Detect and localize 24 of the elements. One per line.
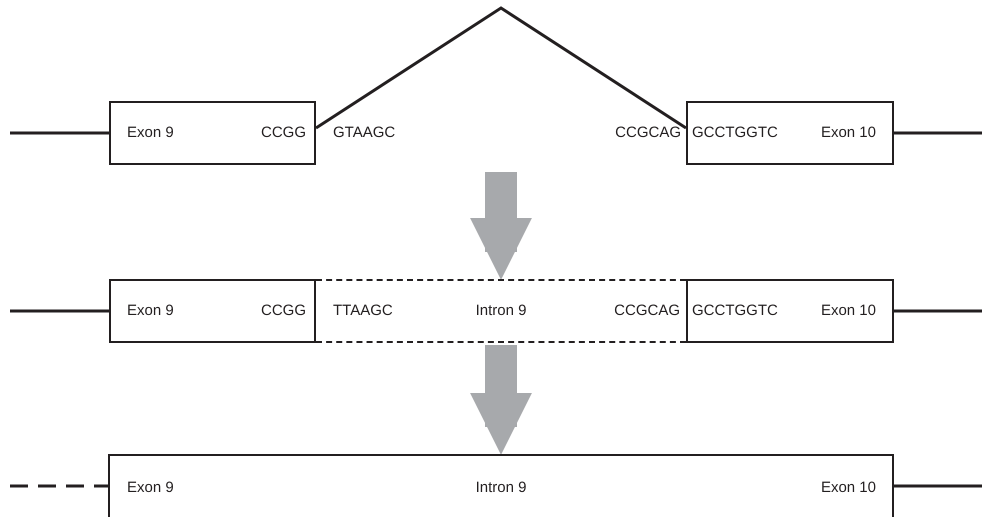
sequence-label: TTAAGC: [333, 302, 393, 320]
exon-label: Exon 10: [820, 479, 876, 497]
block-arrow: [470, 172, 532, 280]
intron-label: Intron 9: [476, 479, 526, 497]
exon-box: [686, 101, 894, 165]
exon-label: Exon 9: [127, 124, 174, 142]
exon-box: [686, 279, 894, 343]
exon-label: Exon 10: [820, 124, 876, 142]
exon-box: [109, 279, 316, 343]
exon-label: Exon 9: [127, 479, 174, 497]
sequence-label: GCCTGGTC: [692, 302, 778, 320]
sequence-label: CCGG: [261, 124, 306, 142]
block-arrow: [470, 345, 532, 455]
sequence-label: CCGCAG: [615, 124, 681, 142]
exon-box: [108, 454, 894, 517]
exon-label: Exon 10: [820, 302, 876, 320]
exon-label: Exon 9: [127, 302, 174, 320]
sequence-label: CCGG: [261, 302, 306, 320]
exon-box: [109, 101, 316, 165]
sequence-label: GCCTGGTC: [692, 124, 778, 142]
sequence-label: CCGCAG: [614, 302, 680, 320]
intron-label: Intron 9: [476, 302, 526, 320]
splice-line: [315, 6, 687, 130]
sequence-label: GTAAGC: [333, 124, 396, 142]
